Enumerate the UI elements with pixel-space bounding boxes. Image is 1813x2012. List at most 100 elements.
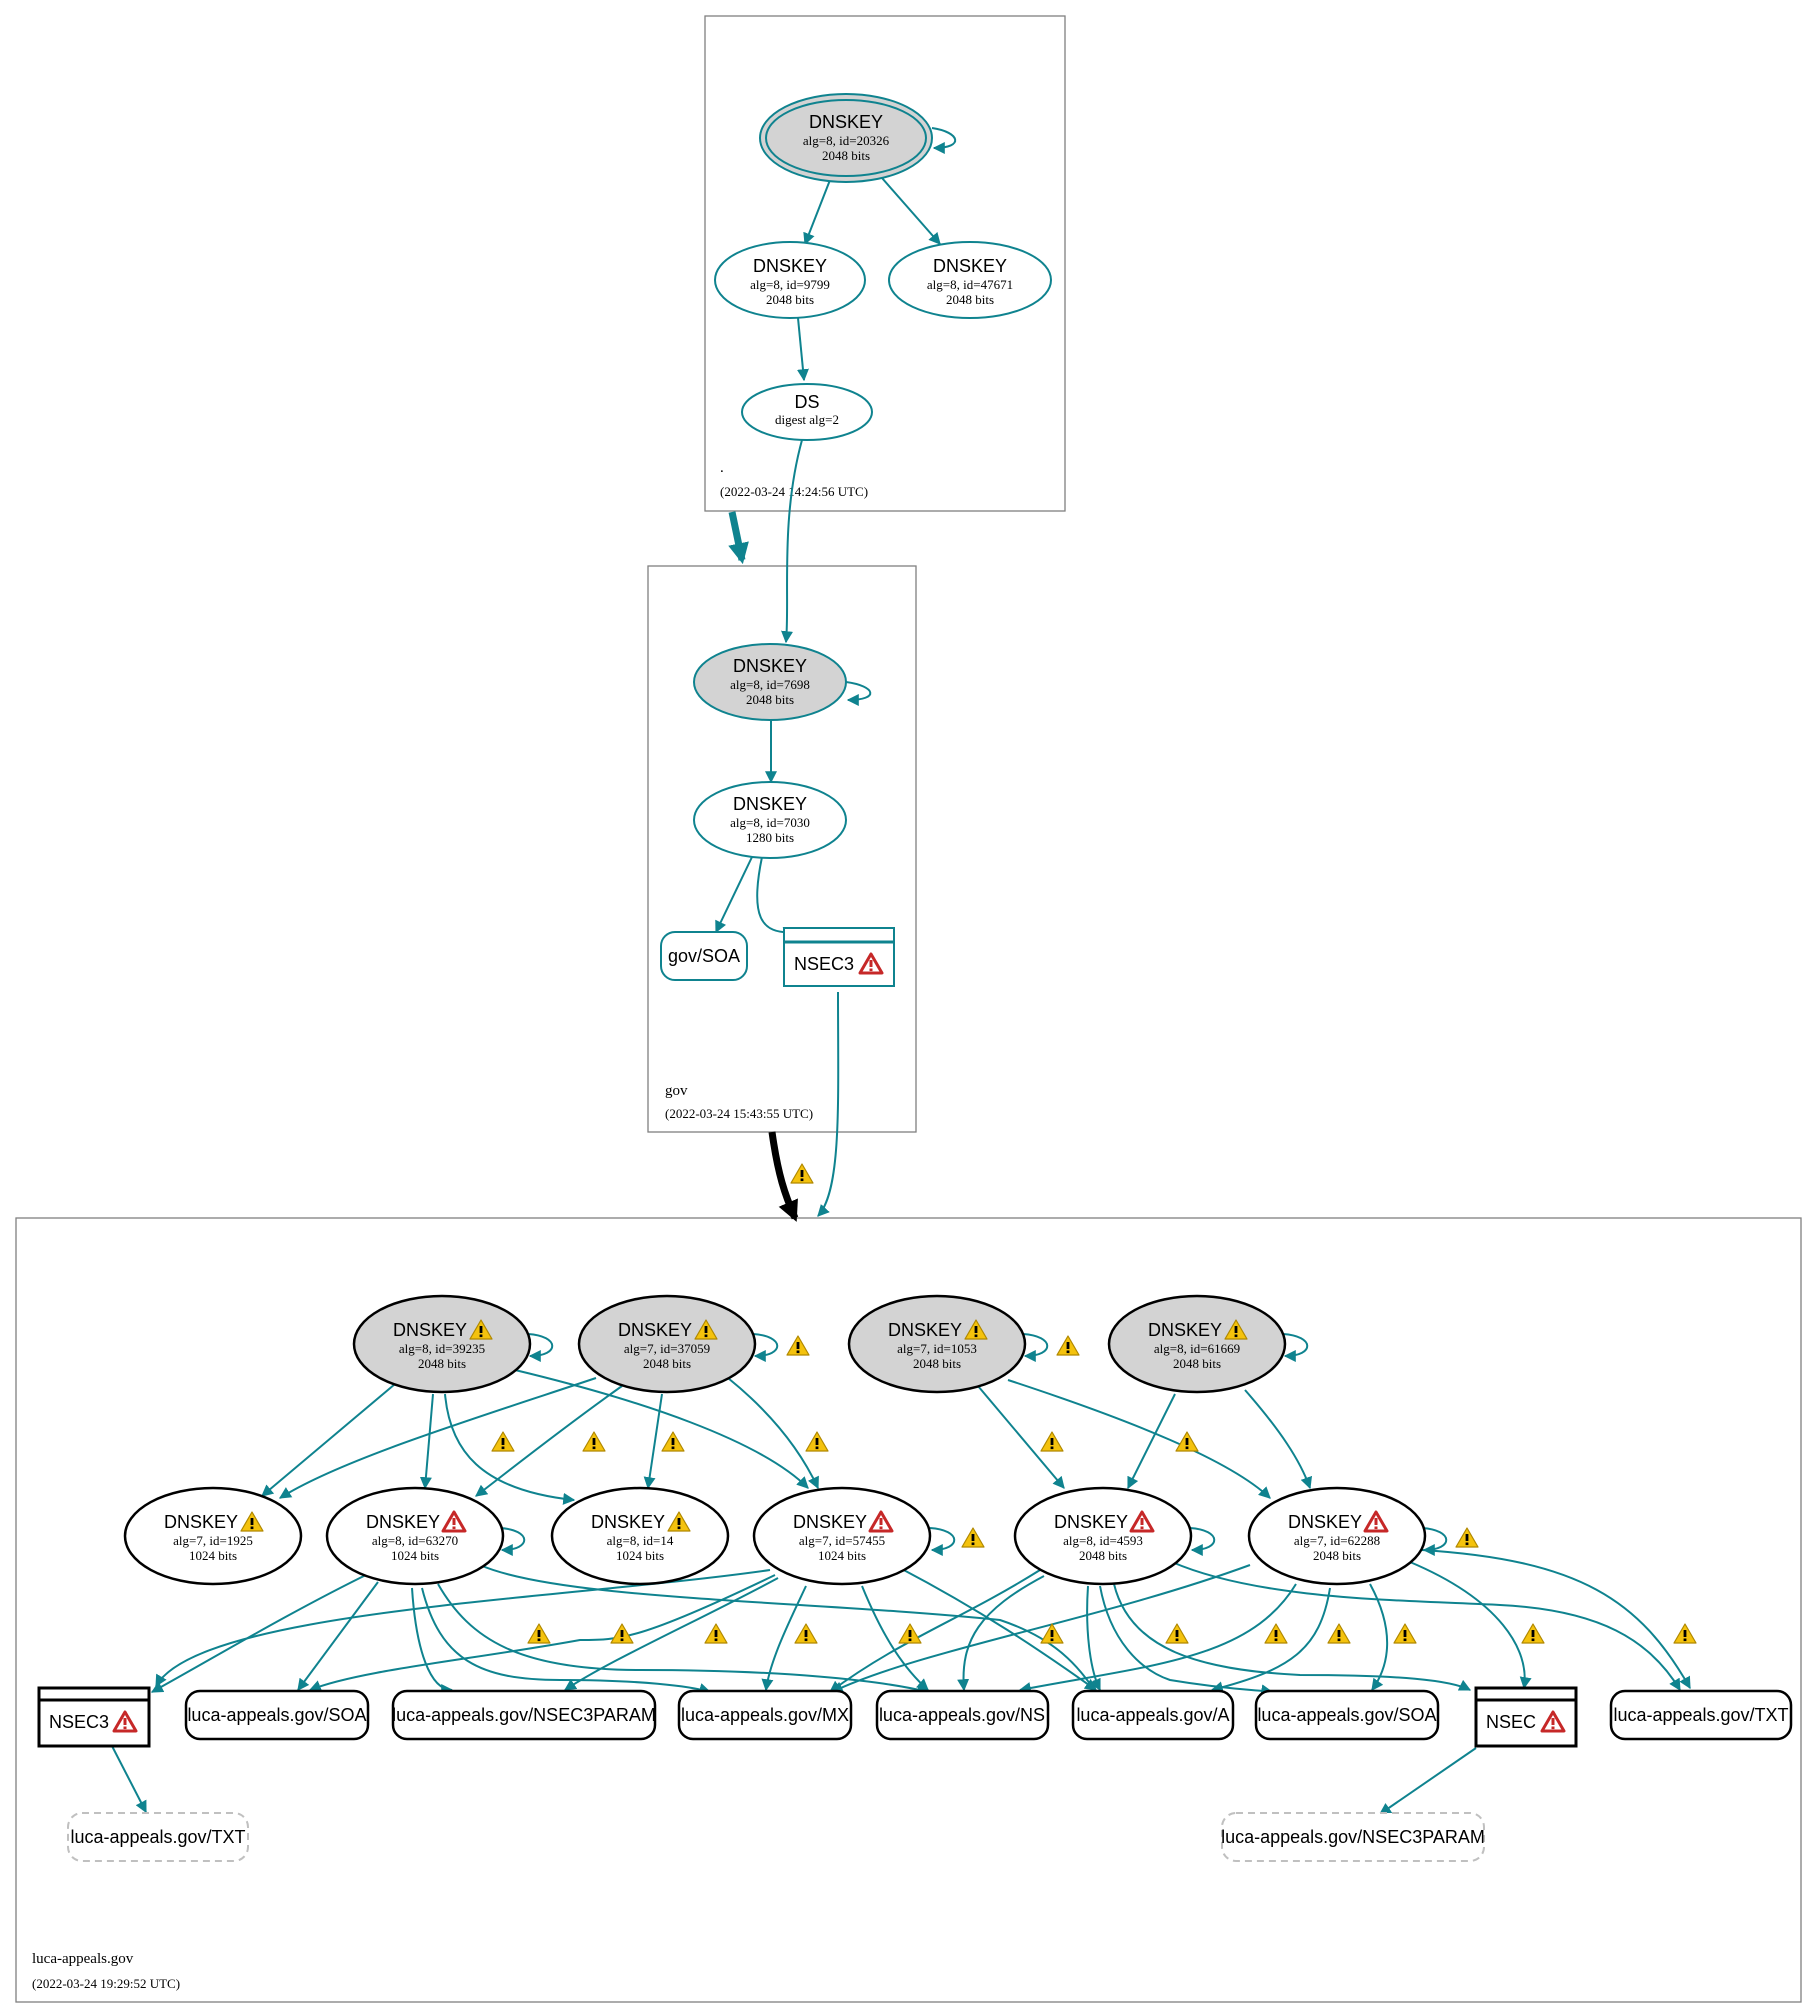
edge-k37059-k57455 [727, 1377, 819, 1490]
key-62288-line1: alg=7, id=62288 [1294, 1533, 1380, 1548]
edge-k63270-nsec3 [150, 1571, 373, 1693]
warning-triangle-icon [661, 1431, 685, 1452]
edge-k57455-nsec3 [155, 1569, 771, 1688]
warning-triangle-icon [527, 1623, 551, 1644]
luca-nsec-node[interactable]: NSEC [1474, 1686, 1578, 1748]
edge-k63270-mx [421, 1587, 712, 1695]
luca-key-4593[interactable]: DNSKEY alg=8, id=4593 2048 bits [1013, 1486, 1193, 1586]
zone-root-box [704, 15, 1066, 512]
gov-soa-node[interactable]: gov/SOA [660, 931, 748, 981]
luca-key-1053[interactable]: DNSKEY alg=7, id=1053 2048 bits [847, 1294, 1027, 1394]
edge-k57455-soa1 [308, 1574, 776, 1692]
root-zsk1-node[interactable]: DNSKEY alg=8, id=9799 2048 bits [714, 241, 866, 319]
edge-k37059-self [752, 1333, 779, 1362]
gov-ksk-node[interactable]: DNSKEY alg=8, id=7698 2048 bits [693, 643, 847, 721]
gov-soa-label: gov/SOA [668, 946, 740, 966]
key-63270-title: DNSKEY [366, 1512, 440, 1532]
key-1925-line2: 1024 bits [189, 1548, 237, 1563]
edge-k62288-mx [830, 1564, 1251, 1693]
root-ds-node[interactable]: DS digest alg=2 [741, 383, 873, 441]
key-37059-title: DNSKEY [618, 1320, 692, 1340]
record-txt-nonexistent[interactable]: luca-appeals.gov/TXT [67, 1812, 249, 1862]
luca-key-63270[interactable]: DNSKEY alg=8, id=63270 1024 bits [325, 1486, 505, 1586]
luca-key-1925[interactable]: DNSKEY alg=7, id=1925 1024 bits [123, 1486, 303, 1586]
record-txt-1[interactable]: luca-appeals.gov/TXT [1609, 1689, 1793, 1741]
edge-k62288-ns [1018, 1583, 1297, 1694]
root-zsk1-line1: alg=8, id=9799 [750, 277, 830, 292]
edge-root-ksk-zsk2 [881, 177, 941, 245]
record-ns[interactable]: luca-appeals.gov/NS [875, 1689, 1050, 1741]
luca-nsec3-node[interactable]: NSEC3 [37, 1686, 151, 1748]
edge-k63270-nsec3param1 [411, 1587, 454, 1696]
record-a[interactable]: luca-appeals.gov/A [1071, 1689, 1235, 1741]
record-nsec3param-nonexistent-label: luca-appeals.gov/NSEC3PARAM [1221, 1827, 1485, 1847]
zone-luca-box [15, 1217, 1802, 2003]
zone-gov-name: gov [665, 1083, 688, 1099]
record-soa-1-label: luca-appeals.gov/SOA [187, 1705, 366, 1725]
record-ns-label: luca-appeals.gov/NS [879, 1705, 1045, 1725]
edge-k62288-a [1210, 1587, 1331, 1694]
root-zsk2-node[interactable]: DNSKEY alg=8, id=47671 2048 bits [888, 241, 1052, 319]
luca-key-14[interactable]: DNSKEY alg=8, id=14 1024 bits [550, 1486, 730, 1586]
root-ds-title: DS [794, 392, 819, 412]
edge-nsec3-txt2 [111, 1745, 147, 1814]
edge-k4593-soa2 [1099, 1585, 1274, 1697]
edge-k1053-k62288 [1007, 1379, 1271, 1499]
warning-triangle-icon [582, 1431, 606, 1452]
warning-triangle-icon [1521, 1623, 1545, 1644]
gov-edges [715, 681, 872, 1222]
zone-root-timestamp: (2022-03-24 14:24:56 UTC) [720, 484, 868, 499]
key-61669-line2: 2048 bits [1173, 1356, 1221, 1371]
luca-key-nodes: DNSKEY alg=8, id=39235 2048 bits DNSKEY … [123, 1294, 1427, 1586]
warning-triangle-icon [491, 1431, 515, 1452]
root-nodes: DNSKEY alg=8, id=20326 2048 bits DNSKEY … [714, 93, 1052, 441]
root-zsk1-line2: 2048 bits [766, 292, 814, 307]
warning-triangle-icon [1264, 1623, 1288, 1644]
record-nsec3param-1[interactable]: luca-appeals.gov/NSEC3PARAM [391, 1689, 657, 1741]
gov-nsec3-node[interactable]: NSEC3 [783, 927, 895, 987]
record-soa-1[interactable]: luca-appeals.gov/SOA [184, 1689, 370, 1741]
edge-root-zsk1-ds [796, 317, 809, 382]
root-edges [728, 127, 957, 644]
edge-k4593-ns [957, 1575, 1045, 1692]
edge-k63270-self [499, 1527, 526, 1556]
gov-zsk-title: DNSKEY [733, 794, 807, 814]
record-mx[interactable]: luca-appeals.gov/MX [677, 1689, 853, 1741]
edge-gov-luca-delegation [768, 1131, 799, 1222]
edge-k37059-k14 [643, 1393, 663, 1490]
warning-triangle-icon [1393, 1623, 1417, 1644]
luca-key-37059[interactable]: DNSKEY alg=7, id=37059 2048 bits [577, 1294, 757, 1394]
edge-k39235-k63270 [419, 1393, 434, 1490]
warning-triangle-icon [1455, 1527, 1479, 1548]
key-1925-title: DNSKEY [164, 1512, 238, 1532]
key-61669-title: DNSKEY [1148, 1320, 1222, 1340]
edge-k39235-k1925 [261, 1383, 396, 1497]
root-zsk2-title: DNSKEY [933, 256, 1007, 276]
key-4593-title: DNSKEY [1054, 1512, 1128, 1532]
gov-zsk-node[interactable]: DNSKEY alg=8, id=7030 1280 bits [693, 781, 847, 859]
edge-gov-ksk-self [845, 681, 872, 706]
root-ksk-node[interactable]: DNSKEY alg=8, id=20326 2048 bits [759, 93, 933, 183]
record-nsec3param-1-label: luca-appeals.gov/NSEC3PARAM [392, 1705, 656, 1725]
luca-key-39235[interactable]: DNSKEY alg=8, id=39235 2048 bits [352, 1294, 532, 1394]
luca-key-61669[interactable]: DNSKEY alg=8, id=61669 2048 bits [1107, 1294, 1287, 1394]
warning-triangle-icon [790, 1163, 814, 1184]
key-63270-line1: alg=8, id=63270 [372, 1533, 458, 1548]
edge-k39235-k57455 [514, 1369, 809, 1489]
luca-key-57455[interactable]: DNSKEY alg=7, id=57455 1024 bits [752, 1486, 932, 1586]
gov-ksk-line1: alg=8, id=7698 [730, 677, 810, 692]
key-57455-line2: 1024 bits [818, 1548, 866, 1563]
edge-gov-nsec3-luca [817, 991, 840, 1217]
edge-k39235-k14 [444, 1393, 576, 1505]
key-61669-line1: alg=8, id=61669 [1154, 1341, 1240, 1356]
record-nsec3param-nonexistent[interactable]: luca-appeals.gov/NSEC3PARAM [1221, 1812, 1485, 1862]
gov-nsec3-label: NSEC3 [794, 954, 854, 974]
key-39235-title: DNSKEY [393, 1320, 467, 1340]
root-zsk2-line2: 2048 bits [946, 292, 994, 307]
key-37059-line1: alg=7, id=37059 [624, 1341, 710, 1356]
key-57455-title: DNSKEY [793, 1512, 867, 1532]
luca-key-62288[interactable]: DNSKEY alg=7, id=62288 2048 bits [1247, 1486, 1427, 1586]
edge-k62288-soa2 [1369, 1583, 1389, 1691]
record-soa-2[interactable]: luca-appeals.gov/SOA [1254, 1689, 1440, 1741]
record-a-label: luca-appeals.gov/A [1076, 1705, 1229, 1725]
